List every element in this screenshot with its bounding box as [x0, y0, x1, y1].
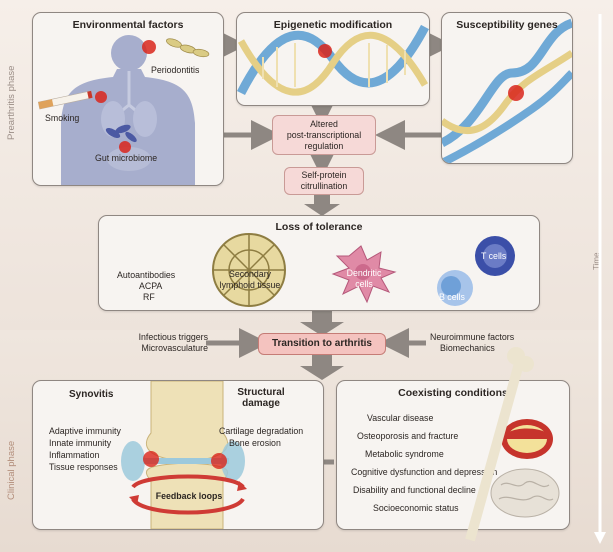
brain-icon [490, 468, 560, 518]
dna-illustration [237, 24, 429, 96]
env-factors-panel: Environmental factors Periodontitis Smok… [32, 12, 224, 186]
gene-dna-strand [442, 18, 572, 148]
env-factors-title: Environmental factors [72, 19, 184, 31]
arrow-transition-clinical [300, 354, 344, 380]
structural-title-2: damage [242, 398, 280, 409]
lymph-label-2: lymphoid tissue [219, 280, 281, 290]
coexisting-panel: Coexisting conditions Vascular disease O… [336, 380, 570, 530]
microvasculature-label: Microvasculature [141, 343, 209, 353]
joint-illustration [121, 381, 247, 529]
gene-variant-burst [508, 85, 524, 101]
damage-item-1: Cartilage degradation [219, 426, 304, 436]
gut-bacteria-icon [105, 127, 121, 139]
condition-item-6: Socioeconomic status [373, 503, 459, 513]
regulation-line-2: post-transcriptional [286, 130, 362, 140]
periodontitis-label: Periodontitis [151, 65, 200, 75]
joint-burst-right [211, 453, 227, 469]
damage-item-2: Bone erosion [229, 438, 281, 448]
smoking-label: Smoking [45, 113, 80, 123]
condition-item-4: Cognitive dysfunction and depression [351, 467, 498, 477]
arrow-tolerance-transition [300, 308, 344, 336]
epigenetic-panel: Epigenetic modification [236, 12, 430, 106]
methylation-burst [318, 44, 332, 58]
structural-title-1: Structural [237, 387, 285, 398]
neuroimmune-label: Neuroimmune factors [430, 332, 515, 342]
upper-bone-shape [146, 381, 228, 462]
infectious-triggers-label: Infectious triggers [138, 332, 208, 342]
condition-item-1: Vascular disease [367, 413, 434, 423]
joint-burst-left [143, 451, 159, 467]
acpa-label: ACPA [139, 281, 163, 291]
citrullination-line-2: citrullination [300, 181, 348, 191]
synovitis-item-1: Adaptive immunity [49, 426, 121, 436]
susceptibility-title: Susceptibility genes [456, 19, 558, 31]
arrow-cit-tolerance [304, 193, 340, 216]
joint-panel: Synovitis Structural damage Adaptive imm… [32, 380, 324, 530]
t-cells-label: T cells [481, 251, 507, 261]
inflammation-burst-mouth [142, 40, 156, 54]
feedback-loop-arrows [131, 497, 245, 515]
citrullination-box: Self-protein citrullination [284, 167, 364, 195]
inflammation-burst-gut [119, 141, 131, 153]
synovitis-item-2: Innate immunity [49, 438, 112, 448]
inflammation-burst-lung [95, 91, 107, 103]
epigenetic-title: Epigenetic modification [273, 19, 393, 31]
synovium-left [121, 441, 145, 481]
b-cells-label: B cells [439, 292, 465, 302]
lymph-label-1: Secondary [228, 269, 272, 279]
dendritic-label-2: cells [355, 279, 373, 289]
citrullination-line-1: Self-protein [301, 170, 347, 180]
susceptibility-panel: Susceptibility genes [441, 12, 573, 164]
regulation-box: Altered post-transcriptional regulation [272, 115, 376, 155]
feedback-loops-label: Feedback loops [155, 491, 223, 501]
cigarette-icon [37, 90, 93, 110]
synovium-right [221, 441, 245, 481]
regulation-line-1: Altered [310, 119, 338, 129]
gut-microbiome-label: Gut microbiome [95, 153, 158, 163]
condition-item-5: Disability and functional decline [353, 485, 476, 495]
coexisting-title: Coexisting conditions [398, 387, 508, 399]
env-illustration [37, 35, 210, 185]
synovitis-title: Synovitis [69, 389, 114, 400]
biomechanics-label: Biomechanics [440, 343, 495, 353]
tolerance-title: Loss of tolerance [275, 221, 363, 233]
condition-item-3: Metabolic syndrome [365, 449, 444, 459]
gene-dna-illustration [442, 18, 572, 163]
head-shape [111, 35, 147, 71]
synovitis-item-4: Tissue responses [49, 462, 118, 472]
rf-label: RF [143, 292, 155, 302]
synovitis-item-3: Inflammation [49, 450, 100, 460]
tolerance-illustration [212, 233, 515, 307]
dendritic-label-1: Dendritic [346, 268, 382, 278]
autoantibodies-label: Autoantibodies [117, 270, 176, 280]
tolerance-panel: Loss of tolerance Autoantibodies ACPA RF… [98, 215, 540, 311]
transition-box: Transition to arthritis [258, 333, 386, 355]
regulation-line-3: regulation [304, 141, 344, 151]
time-arrowhead [594, 532, 606, 544]
condition-item-2: Osteoporosis and fracture [357, 431, 459, 441]
